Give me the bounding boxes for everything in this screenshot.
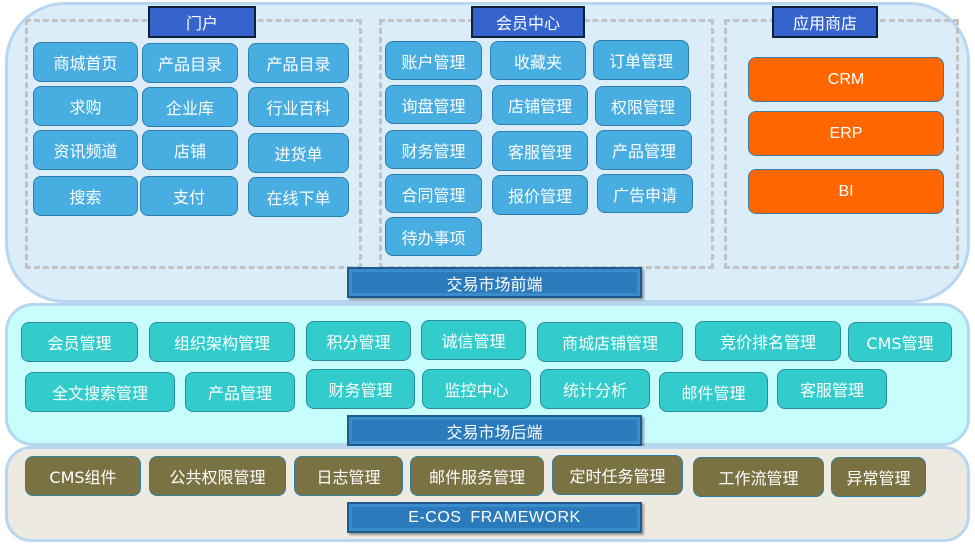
- backend-module[interactable]: 全文搜索管理: [25, 372, 175, 412]
- framework-module[interactable]: 日志管理: [294, 456, 403, 496]
- portal-module[interactable]: 求购: [33, 86, 138, 126]
- portal-module[interactable]: 进货单: [248, 133, 349, 173]
- framework-module[interactable]: 公共权限管理: [149, 456, 286, 496]
- portal-module[interactable]: 店铺: [142, 130, 238, 170]
- member-center-module[interactable]: 客服管理: [492, 131, 588, 171]
- backend-module[interactable]: 统计分析: [540, 369, 650, 409]
- member-center-module[interactable]: 订单管理: [593, 40, 689, 80]
- member-center-module[interactable]: 权限管理: [595, 86, 691, 126]
- portal-module[interactable]: 产品目录: [248, 43, 349, 83]
- backend-module[interactable]: 组织架构管理: [149, 322, 295, 362]
- member-center-module[interactable]: 账户管理: [385, 41, 482, 80]
- portal-module[interactable]: 企业库: [142, 87, 238, 127]
- framework-module[interactable]: CMS组件: [25, 456, 141, 496]
- portal-module[interactable]: 商城首页: [33, 42, 138, 82]
- portal-module[interactable]: 行业百科: [248, 87, 349, 127]
- portal-header: 门户: [148, 6, 256, 38]
- backend-layer-label: 交易市场后端: [347, 415, 642, 446]
- backend-module[interactable]: 产品管理: [185, 372, 295, 412]
- portal-module[interactable]: 产品目录: [142, 43, 238, 83]
- backend-module[interactable]: 积分管理: [306, 321, 411, 361]
- backend-module[interactable]: 邮件管理: [659, 372, 768, 412]
- portal-module[interactable]: 搜索: [33, 176, 138, 216]
- member-center-module[interactable]: 待办事项: [385, 217, 482, 256]
- member-center-module[interactable]: 合同管理: [385, 174, 482, 213]
- member-center-module[interactable]: 财务管理: [385, 130, 482, 169]
- framework-module[interactable]: 异常管理: [831, 457, 926, 497]
- member-center-module[interactable]: 报价管理: [492, 175, 588, 215]
- backend-module[interactable]: 财务管理: [306, 369, 415, 409]
- member-center-module[interactable]: 收藏夹: [490, 41, 586, 80]
- app-store-header: 应用商店: [772, 6, 878, 38]
- backend-module[interactable]: 竞价排名管理: [695, 321, 841, 361]
- app-store-module-crm[interactable]: CRM: [748, 57, 944, 102]
- member-center-module[interactable]: 询盘管理: [385, 85, 482, 124]
- app-store-module-bi[interactable]: BI: [748, 169, 944, 214]
- member-center-header: 会员中心: [471, 6, 585, 38]
- framework-module[interactable]: 工作流管理: [693, 457, 824, 497]
- frontend-layer-label: 交易市场前端: [347, 267, 642, 298]
- framework-layer-label: E-COS FRAMEWORK: [347, 502, 642, 533]
- backend-module[interactable]: 监控中心: [422, 369, 531, 409]
- app-store-module-erp[interactable]: ERP: [748, 111, 944, 156]
- portal-module[interactable]: 资讯频道: [33, 130, 138, 170]
- backend-module[interactable]: 会员管理: [21, 322, 138, 362]
- member-center-module[interactable]: 店铺管理: [492, 85, 588, 125]
- backend-module[interactable]: 诚信管理: [421, 320, 526, 360]
- portal-module[interactable]: 支付: [140, 176, 238, 216]
- backend-module[interactable]: CMS管理: [848, 322, 952, 362]
- portal-module[interactable]: 在线下单: [248, 177, 349, 217]
- framework-module[interactable]: 定时任务管理: [552, 455, 683, 495]
- member-center-module[interactable]: 产品管理: [596, 130, 692, 170]
- backend-module[interactable]: 商城店铺管理: [537, 322, 683, 362]
- member-center-module[interactable]: 广告申请: [597, 174, 693, 213]
- framework-module[interactable]: 邮件服务管理: [410, 456, 544, 496]
- backend-module[interactable]: 客服管理: [777, 369, 887, 409]
